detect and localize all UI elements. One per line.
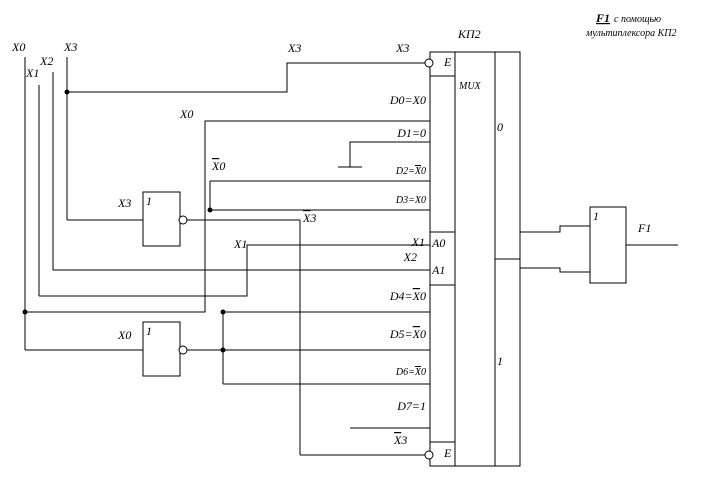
junction-d5: [220, 347, 226, 353]
net-label-x3: X3: [287, 41, 301, 55]
wire-d1-ground: [349, 141, 430, 167]
title-bold: F1: [595, 11, 610, 25]
pin-d6-label: D6=X0: [395, 367, 426, 378]
pin-d1-label: D1=0: [396, 126, 426, 140]
output-label-f1: F1: [637, 221, 651, 235]
junction-nx0-d3: [207, 207, 213, 213]
diagram-title: F1 с помощью мультиплексора КП2: [585, 11, 676, 39]
junction-x0: [22, 309, 28, 315]
inverter-x3-bubble: [178, 215, 188, 225]
input-buses: [24, 57, 68, 350]
pin-a1-signal: X2: [403, 250, 417, 264]
title-line2: мультиплексора КП2: [585, 28, 676, 39]
mux-enable-top-label: E: [443, 55, 452, 69]
inverter-x0-symbol: 1: [146, 324, 152, 338]
mux-enable-bottom-label: E: [443, 446, 452, 460]
mux-group1-label: 1: [497, 354, 503, 368]
inverter-x0-bubble: [178, 345, 188, 355]
wire-x0-d0: [25, 120, 430, 313]
title-line1: с помощью: [614, 14, 661, 25]
pin-a0-signal: X1: [411, 235, 425, 249]
pin-d7-label: D7=1: [396, 399, 426, 413]
wires: [25, 62, 678, 456]
junction-x3: [64, 89, 70, 95]
multiplexer: КП2 MUX E E A0 A1 0 1: [424, 27, 521, 467]
inverter-x3-body: [142, 191, 181, 247]
pin-d0-label: D0=X0: [389, 93, 426, 107]
junction-d4: [220, 309, 226, 315]
pin-d5-label: D5=X0: [389, 327, 426, 341]
wire-x3-enable: [67, 62, 425, 93]
mux-enable-bottom-bubble: [424, 450, 434, 460]
inverter-x3-symbol: 1: [146, 194, 152, 208]
pin-d3-label: D3=X0: [395, 195, 426, 206]
pin-d4-label: D4=X0: [389, 289, 426, 303]
input-label-x0: X0: [11, 40, 25, 54]
net-label-nx0: X0: [211, 159, 225, 173]
pin-d2-label: D2=X0: [395, 166, 426, 177]
or-gate-symbol: 1: [593, 209, 599, 223]
inverter-x0-input: X0: [117, 328, 131, 342]
junction-dots: [22, 89, 226, 353]
pin-e-top-signal: X3: [395, 41, 409, 55]
inverter-x3-input: X3: [117, 196, 131, 210]
mux-type: MUX: [458, 81, 482, 92]
mux-addr0-label: A0: [431, 236, 445, 250]
wire-out1: [520, 267, 590, 273]
mux-name: КП2: [457, 27, 481, 41]
mux-group0-label: 0: [497, 120, 503, 134]
net-label-x1: X1: [233, 237, 247, 251]
input-label-x3: X3: [63, 40, 77, 54]
input-label-x2: X2: [39, 54, 53, 68]
inverter-x0-body: [142, 321, 181, 377]
net-label-x0: X0: [179, 107, 193, 121]
or-gate: 1 F1: [589, 206, 651, 284]
or-gate-body: [589, 206, 627, 284]
net-label-nx3: X3: [302, 211, 316, 225]
pin-e-bottom-signal: X3: [393, 433, 407, 447]
mux-enable-top-bubble: [424, 58, 434, 68]
mux-addr1-label: A1: [431, 263, 445, 277]
inverter-x3: 1 X3: [117, 191, 188, 247]
wire-out0: [520, 225, 590, 233]
inverter-x0: 1 X0: [117, 321, 188, 377]
pin-labels: X3 D0=X0 D1=0 D2=X0 D3=X0 X1 X2 D4=X0 D5…: [389, 41, 426, 447]
input-label-x1: X1: [25, 66, 39, 80]
net-labels: X3 X0 X0 X3 X1: [179, 41, 316, 251]
